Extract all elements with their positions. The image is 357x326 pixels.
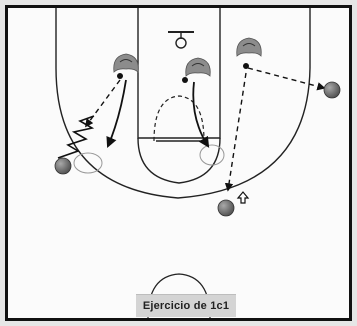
court-drawing (54, 8, 341, 318)
court-diagram: Ejercicio de 1c1 (5, 5, 352, 321)
paint-lane (137, 8, 221, 139)
attacker-left (54, 157, 72, 175)
caption-box: Ejercicio de 1c1 (136, 294, 236, 317)
attacker-right (323, 81, 341, 99)
pass-line-right (247, 67, 326, 91)
defender-right (236, 37, 262, 57)
defender-center (185, 57, 211, 77)
three-point-arc (55, 8, 311, 199)
defender-dot-right (243, 63, 249, 69)
lane-bottom-curve (137, 137, 221, 184)
cut-line-center (192, 81, 210, 148)
ghost-player-left (73, 152, 103, 174)
cut-line-left (106, 79, 127, 148)
hoop (175, 37, 187, 49)
free-throw-circle-dashed (153, 95, 205, 142)
pass-line-left (85, 79, 121, 128)
pass-line-bottom (224, 72, 247, 192)
dribble-path (57, 115, 95, 159)
defender-dot-left (117, 73, 123, 79)
ghost-player-center (199, 144, 225, 166)
up-arrow-icon (236, 191, 250, 204)
defender-left (113, 53, 139, 73)
attacker-bottom (217, 199, 235, 217)
defender-dot-center (182, 77, 188, 83)
caption-text: Ejercicio de 1c1 (142, 300, 230, 312)
